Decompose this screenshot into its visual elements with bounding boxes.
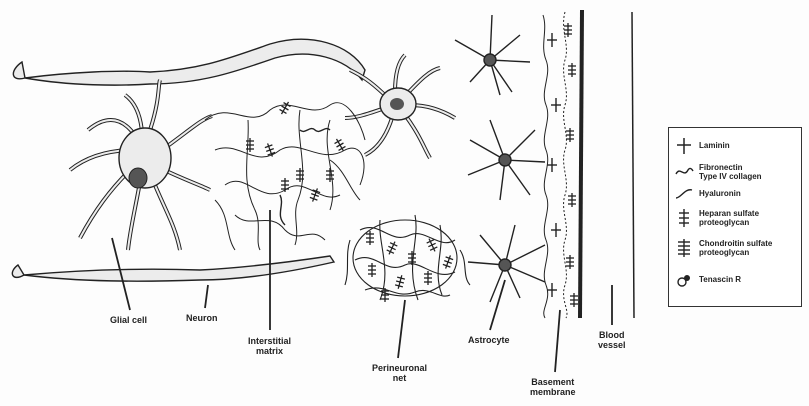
interstitial-matrix — [205, 103, 365, 250]
hyaluronin-icon — [673, 184, 695, 204]
label-perineuronal-line2: net — [393, 373, 407, 383]
label-glial-cell: Glial cell — [110, 315, 147, 325]
laminin-icon — [673, 136, 695, 156]
legend-label-fibronectin: Fibronectin — [699, 163, 743, 172]
tenascin-icon — [673, 270, 695, 290]
astrocyte-2 — [468, 120, 545, 200]
vessel-wall-outer — [632, 12, 634, 318]
legend-item-heparan-sulfate: Heparan sulfate proteoglycan — [669, 208, 801, 228]
chondroitin-sulfate-icon — [673, 238, 695, 258]
leader-lines — [112, 210, 612, 372]
heparan-sulfate-icon — [673, 208, 695, 228]
label-interstitial-line2: matrix — [256, 346, 283, 356]
label-neuron: Neuron — [186, 313, 218, 323]
astrocyte-3 — [468, 225, 545, 302]
astrocyte-1 — [455, 15, 530, 95]
vessel-wall — [580, 10, 582, 318]
label-basement-line2: membrane — [530, 387, 576, 397]
legend-label-heparan-2: proteoglycan — [699, 218, 749, 227]
legend-label-type-iv-collagen: Type IV collagen — [699, 172, 762, 181]
label-blood-line2: vessel — [598, 340, 626, 350]
legend-item-tenascin-r: Tenascin R — [669, 270, 801, 290]
fibronectin-icon — [673, 162, 695, 182]
legend: Laminin Fibronectin Type IV collagen Hya… — [668, 127, 802, 307]
perineuronal-net — [345, 215, 470, 300]
legend-label-heparan-1: Heparan sulfate — [699, 209, 759, 218]
label-basement-line1: Basement — [531, 377, 574, 387]
legend-item-laminin: Laminin — [669, 136, 801, 156]
label-perineuronal-net: Perineuronal net — [372, 363, 427, 383]
legend-label-chondroitin-1: Chondroitin sulfate — [699, 239, 772, 248]
upper-neuron-axon — [13, 39, 365, 85]
legend-label-hyaluronin: Hyaluronin — [699, 189, 741, 198]
label-blood-vessel: Blood vessel — [598, 330, 626, 350]
label-interstitial-line1: Interstitial — [248, 336, 291, 346]
legend-item-hyaluronin: Hyaluronin — [669, 184, 801, 204]
label-basement-membrane: Basement membrane — [530, 377, 576, 397]
label-astrocyte: Astrocyte — [468, 335, 510, 345]
lower-neuron-axon — [12, 256, 334, 281]
legend-label-laminin: Laminin — [699, 141, 730, 150]
legend-label-tenascin-r: Tenascin R — [699, 275, 741, 284]
legend-item-chondroitin-sulfate: Chondroitin sulfate proteoglycan — [669, 238, 801, 258]
legend-item-fibronectin: Fibronectin Type IV collagen — [669, 162, 801, 182]
legend-label-chondroitin-2: proteoglycan — [699, 248, 749, 257]
label-blood-line1: Blood — [599, 330, 625, 340]
label-interstitial-matrix: Interstitial matrix — [248, 336, 291, 356]
label-perineuronal-line1: Perineuronal — [372, 363, 427, 373]
glial-cell — [70, 80, 212, 250]
